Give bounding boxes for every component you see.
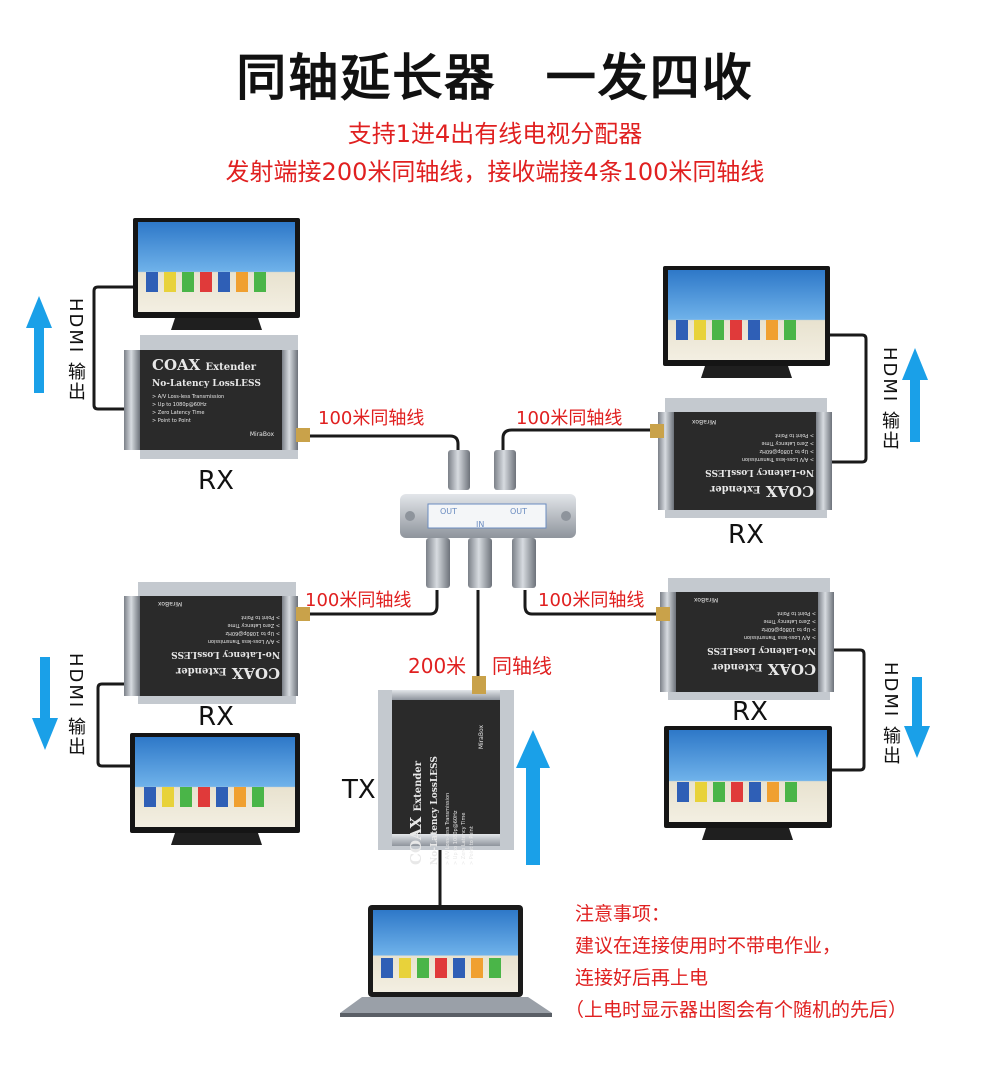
device-model: No-Latency LossLESS bbox=[171, 649, 280, 659]
device-feature: > Zero Latency Time bbox=[763, 618, 816, 624]
device-model: No-Latency LossLESS bbox=[705, 467, 814, 477]
notes-line: 连接好后再上电 bbox=[575, 967, 709, 989]
splitter-out-label-2: OUT bbox=[510, 507, 528, 516]
cable-label-200-distance: 200米 bbox=[408, 654, 467, 678]
tx-label: TX bbox=[342, 775, 376, 805]
coax-splitter bbox=[400, 450, 576, 588]
device-extender: Extender bbox=[176, 665, 227, 676]
laptop bbox=[340, 905, 552, 1017]
cables bbox=[92, 285, 868, 910]
cable-label-top-right: 100米同轴线 bbox=[516, 408, 623, 429]
rx-device-bottom-right bbox=[656, 578, 834, 700]
device-model: No-Latency LossLESS bbox=[707, 645, 816, 655]
rx-device-bottom-left bbox=[124, 582, 310, 704]
device-feature: > Zero Latency Time bbox=[461, 812, 467, 865]
notes-line: （上电时显示器出图会有个随机的先后） bbox=[565, 999, 908, 1021]
splitter-in-label: IN bbox=[476, 520, 485, 529]
device-maker: MiraBox bbox=[249, 431, 274, 438]
notes-block: 注意事项： 建议在连接使用时不带电作业， 连接好后再上电 （上电时显示器出图会有… bbox=[565, 898, 907, 1026]
arrow-down-bottom-right-icon bbox=[904, 677, 930, 758]
monitor-top-right bbox=[663, 266, 830, 378]
device-feature: > Point to Point bbox=[775, 432, 814, 438]
device-feature: > Up to 1080p@60Hz bbox=[761, 626, 816, 632]
arrow-up-top-right-icon bbox=[902, 348, 928, 442]
device-label-rx-bottom-right: COAX Extender No-Latency LossLESS > A/V … bbox=[686, 596, 816, 678]
device-brand: COAX bbox=[767, 660, 816, 678]
device-feature: > Point to Point bbox=[241, 614, 280, 620]
device-extender: Extender bbox=[710, 483, 761, 494]
tx-device bbox=[378, 676, 514, 850]
device-feature: > A/V Loss-less Transmission bbox=[445, 792, 451, 865]
device-maker: MiraBox bbox=[694, 596, 719, 603]
rx-label-top-left: RX bbox=[198, 466, 234, 496]
rx-device-top-right bbox=[650, 398, 832, 518]
device-label-rx-bottom-left: COAX Extender No-Latency LossLESS > A/V … bbox=[150, 600, 280, 682]
device-brand: COAX bbox=[765, 482, 814, 500]
device-label-rx-top-right: COAX Extender No-Latency LossLESS > A/V … bbox=[684, 418, 814, 500]
arrow-up-top-left-icon bbox=[26, 296, 52, 393]
rx-label-top-right: RX bbox=[728, 520, 764, 550]
device-extender: Extender bbox=[413, 761, 424, 812]
device-feature: > Zero Latency Time bbox=[227, 622, 280, 628]
device-feature: > Up to 1080p@60Hz bbox=[759, 448, 814, 454]
device-brand: COAX bbox=[231, 664, 280, 682]
device-brand: COAX bbox=[407, 816, 425, 865]
cable-label-bottom-left: 100米同轴线 bbox=[305, 590, 412, 611]
device-feature: > Zero Latency Time bbox=[152, 410, 205, 416]
device-feature: > Up to 1080p@60Hz bbox=[225, 630, 280, 636]
device-maker: MiraBox bbox=[158, 600, 183, 607]
device-feature: > A/V Loss-less Transmission bbox=[207, 638, 280, 644]
arrow-up-tx-icon bbox=[516, 730, 550, 865]
rx-device-top-left bbox=[124, 335, 310, 459]
device-extender: Extender bbox=[712, 661, 763, 672]
device-feature: > Point to Point bbox=[152, 418, 191, 424]
device-label-rx-top-left: COAX Extender No-Latency LossLESS > A/V … bbox=[152, 356, 282, 438]
monitor-bottom-right bbox=[664, 726, 832, 840]
hdmi-label-top-left: HDMI 输出 bbox=[65, 298, 86, 402]
arrow-down-bottom-left-icon bbox=[32, 657, 58, 750]
device-feature: > A/V Loss-less Transmission bbox=[741, 456, 814, 462]
subtitle-splitter: 支持1进4出有线电视分配器 bbox=[347, 120, 643, 148]
splitter-out-label-1: OUT bbox=[440, 507, 458, 516]
device-feature: > Point to Point bbox=[469, 826, 475, 865]
hdmi-label-top-right: HDMI 输出 bbox=[879, 347, 900, 451]
monitor-bottom-left bbox=[130, 733, 300, 845]
page-title: 同轴延长器 一发四收 bbox=[236, 49, 754, 107]
cable-label-bottom-right: 100米同轴线 bbox=[538, 590, 645, 611]
device-extender: Extender bbox=[205, 362, 256, 373]
device-model: No-Latency LossLESS bbox=[152, 379, 261, 389]
device-feature: > Zero Latency Time bbox=[761, 440, 814, 446]
device-feature: > A/V Loss-less Transmission bbox=[152, 394, 225, 400]
device-feature: > Point to Point bbox=[777, 610, 816, 616]
device-label-tx: COAX Extender No-Latency LossLESS > A/V … bbox=[407, 717, 485, 865]
arrows bbox=[26, 296, 930, 865]
device-feature: > Up to 1080p@60Hz bbox=[152, 402, 207, 408]
hdmi-label-bottom-right: HDMI 输出 bbox=[880, 662, 901, 766]
cable-label-top-left: 100米同轴线 bbox=[318, 408, 425, 429]
notes-line: 建议在连接使用时不带电作业， bbox=[575, 935, 842, 957]
device-model: No-Latency LossLESS bbox=[430, 756, 440, 865]
hdmi-label-bottom-left: HDMI 输出 bbox=[65, 653, 86, 757]
device-maker: MiraBox bbox=[692, 418, 717, 425]
subtitle-cable-spec: 发射端接200米同轴线，接收端接4条100米同轴线 bbox=[225, 158, 765, 186]
cable-label-200-type: 同轴线 bbox=[492, 654, 552, 678]
rx-label-bottom-left: RX bbox=[198, 702, 234, 732]
device-feature: > Up to 1080p@60Hz bbox=[453, 810, 459, 865]
notes-heading: 注意事项： bbox=[575, 903, 671, 925]
monitor-top-left bbox=[133, 218, 300, 330]
device-maker: MiraBox bbox=[478, 725, 485, 750]
device-brand: COAX bbox=[152, 356, 201, 374]
device-feature: > A/V Loss-less Transmission bbox=[743, 634, 816, 640]
rx-label-bottom-right: RX bbox=[732, 697, 768, 727]
